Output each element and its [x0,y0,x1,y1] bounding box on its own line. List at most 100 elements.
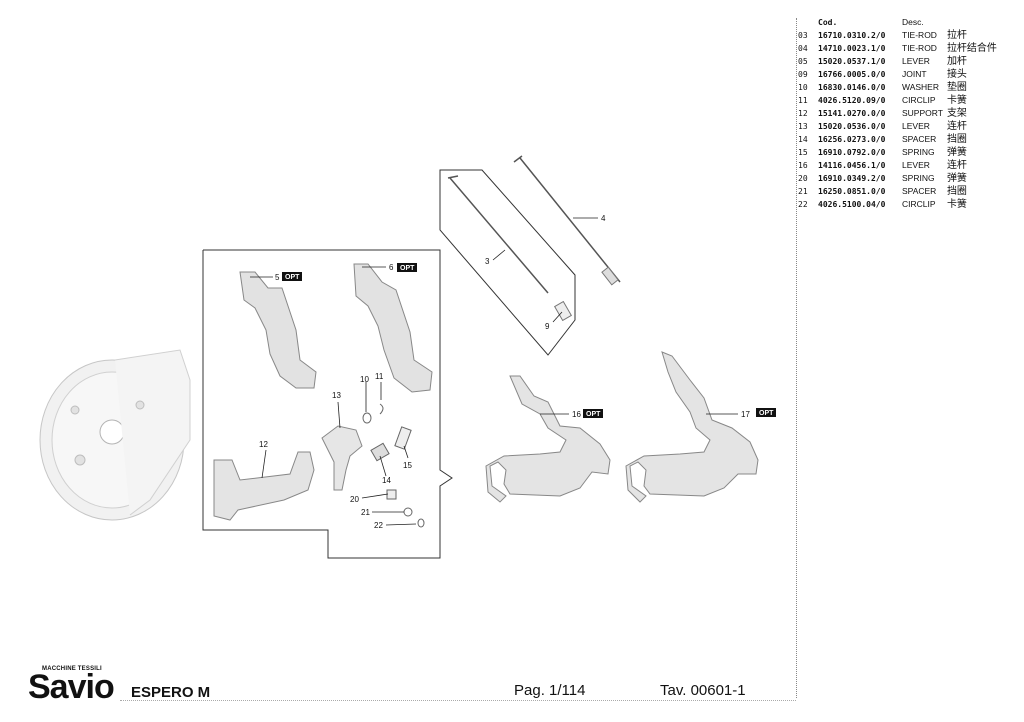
callout-5: 5 [275,273,280,282]
tie-rod-3-image [447,175,549,294]
row-description-cn: 卡簧 [946,199,967,210]
lever-6-image [353,263,433,393]
callout-3: 3 [485,257,490,266]
row-description-cn: 卡簧 [946,95,967,106]
callout-14: 14 [382,476,391,485]
exploded-drawing: 3 4 5 6 9 10 11 12 13 14 15 16 17 20 21 … [39,155,776,559]
tie-rod-4-image [513,155,621,286]
opt-badge-16: OPT [583,409,603,418]
header-code: Cod. [818,18,838,27]
row-position: 03 [798,31,808,40]
table-row: 22 4026.5100.04/0 CIRCLIP 卡簧 [798,198,997,211]
table-divider [796,18,797,698]
row-code: 4026.5120.09/0 [818,96,886,105]
row-description-en: CIRCLIP [902,199,936,209]
detail-frame [202,249,453,559]
row-position: 22 [798,200,808,209]
table-row: 20 16910.0349.2/0 SPRING 弹簧 [798,172,997,185]
lever-13-image [321,425,363,491]
row-description-en: SPACER [902,186,937,196]
opt-badge-5: OPT [282,272,302,281]
opt-badge-6: OPT [397,263,417,272]
savio-logo: MACCHINE TESSILI Savio [28,666,115,706]
svg-text:OPT: OPT [586,411,601,418]
row-code: 14116.0456.1/0 [818,161,886,170]
lever-17-image [625,351,759,503]
callout-6: 6 [389,263,394,272]
table-row: 09 16766.0005.0/0 JOINT 接头 [798,68,997,81]
callout-9: 9 [545,322,550,331]
logo-wordmark: Savio [28,668,115,706]
row-code: 4026.5100.04/0 [818,200,886,209]
row-description-en: SPRING [902,147,935,157]
footer-divider [120,700,796,701]
callout-13: 13 [332,391,341,400]
callout-22: 22 [374,521,383,530]
row-description-en: TIE-ROD [902,43,937,53]
callout-17: 17 [741,410,750,419]
row-position: 10 [798,83,808,92]
page-number: Pag. 1/114 [514,682,586,699]
row-description-en: TIE-ROD [902,30,937,40]
row-description-en: CIRCLIP [902,95,936,105]
logo-subtitle: MACCHINE TESSILI [42,666,102,672]
row-code: 15020.0537.1/0 [818,57,886,66]
row-description-en: SUPPORT [902,108,943,118]
row-position: 05 [798,57,808,66]
row-description-cn: 加杆 [946,56,967,67]
row-description-cn: 接头 [946,69,967,80]
row-code: 16256.0273.0/0 [818,135,886,144]
row-description-cn: 连杆 [946,160,967,171]
row-description-en: LEVER [902,121,930,131]
row-position: 09 [798,70,808,79]
row-position: 04 [798,44,808,53]
row-code: 16766.0005.0/0 [818,70,886,79]
row-description-cn: 弹簧 [946,173,967,184]
callout-15: 15 [403,461,412,470]
row-code: 16830.0146.0/0 [818,83,886,92]
header-desc: Desc. [902,17,924,27]
row-position: 12 [798,109,808,118]
row-description-cn: 支架 [946,108,967,119]
callout-11: 11 [375,372,384,381]
row-code: 15141.0270.0/0 [818,109,886,118]
opt-badge-17: OPT [756,408,776,417]
support-12-image [213,451,315,521]
tie-rod-frame [439,169,576,356]
row-position: 15 [798,148,808,157]
row-code: 15020.0536.0/0 [818,122,886,131]
svg-text:OPT: OPT [285,274,300,281]
row-code: 14710.0023.1/0 [818,44,886,53]
row-position: 16 [798,161,808,170]
row-position: 13 [798,122,808,131]
table-row: 13 15020.0536.0/0 LEVER 连杆 [798,120,997,133]
row-description-en: LEVER [902,160,930,170]
row-description-cn: 弹簧 [946,147,967,158]
row-code: 16250.0851.0/0 [818,187,886,196]
joint-9-image [553,300,573,322]
row-description-cn: 连杆 [946,121,967,132]
callout-4: 4 [601,214,606,223]
row-description-en: LEVER [902,56,930,66]
callout-10: 10 [360,375,369,384]
row-description-cn: 拉杆 [946,30,967,41]
row-description-cn: 挡圈 [946,134,967,145]
lever-5-image [239,271,317,389]
row-description-en: JOINT [902,69,927,79]
row-description-cn: 挡圈 [946,186,967,197]
row-code: 16910.0349.2/0 [818,174,886,183]
callout-20: 20 [350,495,359,504]
row-position: 20 [798,174,808,183]
row-description-en: SPRING [902,173,935,183]
row-description-en: SPACER [902,134,937,144]
row-code: 16910.0792.0/0 [818,148,886,157]
